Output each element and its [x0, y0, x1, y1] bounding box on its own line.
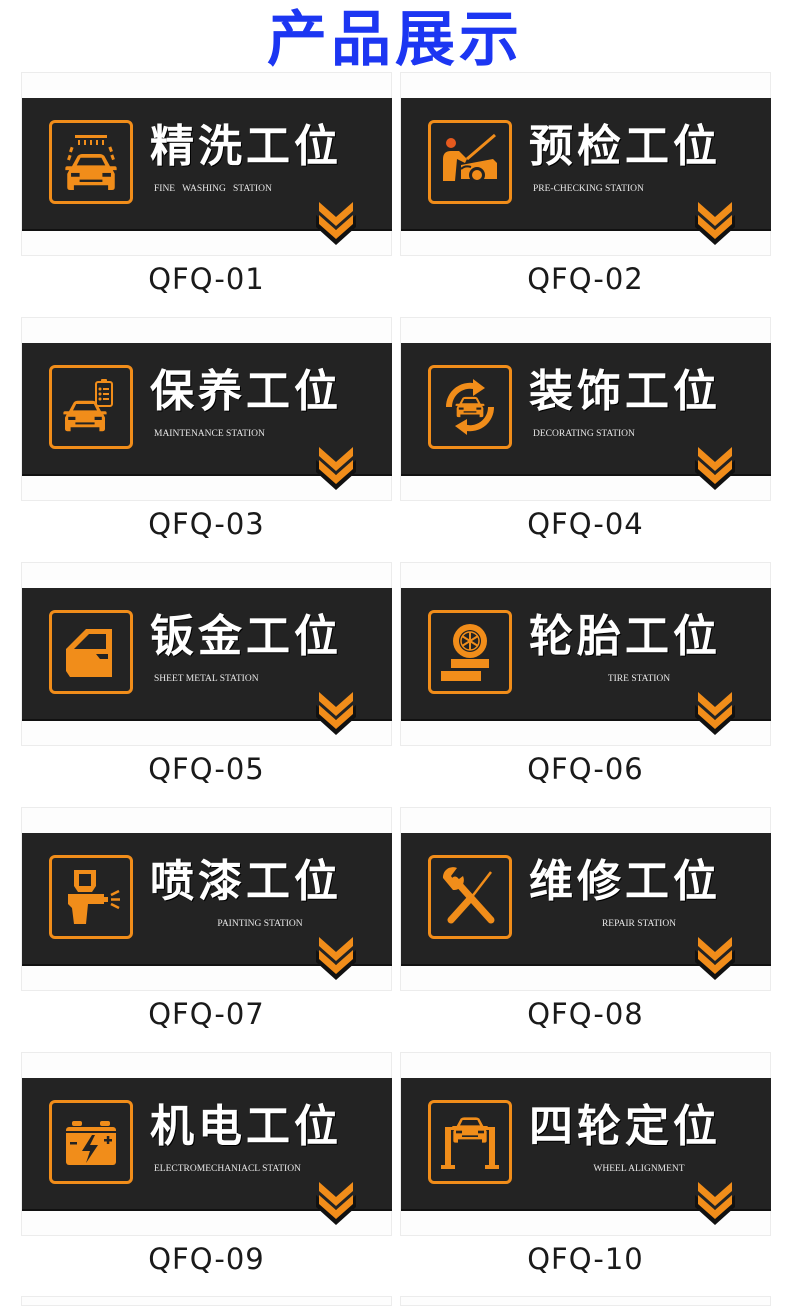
car-wash-icon [49, 120, 133, 204]
sign-band: 预检工位 PRE-CHECKING STATION [401, 98, 771, 231]
product-card-qfq-01[interactable]: 精洗工位 FINE WASHING STATION [21, 72, 392, 256]
chevron-down-icon [695, 444, 735, 490]
product-card-qfq-05[interactable]: 钣金工位 SHEET METAL STATION [21, 562, 392, 746]
car-lift-icon [428, 1100, 512, 1184]
product-card-qfq-10[interactable]: 四轮定位 WHEEL ALIGNMENT [400, 1052, 771, 1236]
sign-band: 保养工位 MAINTENANCE STATION [22, 343, 392, 476]
sign-band: 四轮定位 WHEEL ALIGNMENT [401, 1078, 771, 1211]
sign-band: 装饰工位 DECORATING STATION [401, 343, 771, 476]
station-title-cn: 精洗工位 [150, 121, 342, 172]
product-code: QFQ-04 [527, 507, 644, 541]
battery-icon [49, 1100, 133, 1184]
product-code: QFQ-02 [527, 262, 644, 296]
product-code: QFQ-07 [148, 997, 265, 1031]
station-title-cn: 钣金工位 [150, 611, 342, 662]
sign-band: 喷漆工位 PAINTING STATION [22, 833, 392, 966]
wrench-screwdriver-icon [428, 855, 512, 939]
station-title-en: REPAIR STATION [601, 919, 677, 929]
station-title-en: DECORATING STATION [533, 429, 635, 439]
station-title-en: WHEEL ALIGNMENT [593, 1164, 685, 1174]
product-card-qfq-08[interactable]: 维修工位 REPAIR STATION [400, 807, 771, 991]
pre-check-icon [428, 120, 512, 204]
station-title-en: PAINTING STATION [217, 919, 303, 929]
car-door-icon [49, 610, 133, 694]
station-title-en: ELECTROMECHANIACL STATION [154, 1164, 301, 1174]
product-code: QFQ-08 [527, 997, 644, 1031]
sign-band: 机电工位 ELECTROMECHANIACL STATION [22, 1078, 392, 1211]
spray-painter-icon [49, 855, 133, 939]
product-card-qfq-02[interactable]: 预检工位 PRE-CHECKING STATION [400, 72, 771, 256]
product-code: QFQ-05 [148, 752, 265, 786]
station-title-en: FINE WASHING STATION [154, 184, 272, 194]
product-code: QFQ-06 [527, 752, 644, 786]
maintenance-icon [49, 365, 133, 449]
chevron-down-icon [695, 1179, 735, 1225]
chevron-down-icon [695, 199, 735, 245]
product-card-qfq-04[interactable]: 装饰工位 DECORATING STATION [400, 317, 771, 501]
decorating-icon [428, 365, 512, 449]
product-card-qfq-07[interactable]: 喷漆工位 PAINTING STATION [21, 807, 392, 991]
product-code: QFQ-03 [148, 507, 265, 541]
chevron-down-icon [316, 934, 356, 980]
sign-band: 轮胎工位 TIRE STATION [401, 588, 771, 721]
product-card-qfq-06[interactable]: 轮胎工位 TIRE STATION [400, 562, 771, 746]
product-code: QFQ-01 [148, 262, 265, 296]
station-title-en: TIRE STATION [607, 674, 671, 684]
sign-band: 钣金工位 SHEET METAL STATION [22, 588, 392, 721]
tire-icon [428, 610, 512, 694]
station-title-cn: 维修工位 [529, 856, 721, 907]
station-title-en: SHEET METAL STATION [154, 674, 259, 684]
station-title-cn: 机电工位 [150, 1101, 342, 1152]
product-card-partial [400, 1296, 771, 1306]
chevron-down-icon [316, 199, 356, 245]
station-title-cn: 轮胎工位 [529, 611, 721, 662]
chevron-down-icon [316, 444, 356, 490]
chevron-down-icon [695, 934, 735, 980]
product-card-qfq-09[interactable]: 机电工位 ELECTROMECHANIACL STATION [21, 1052, 392, 1236]
page-title: 产品展示 [267, 5, 523, 75]
chevron-down-icon [695, 689, 735, 735]
sign-band: 维修工位 REPAIR STATION [401, 833, 771, 966]
station-title-cn: 预检工位 [529, 121, 721, 172]
sign-band: 精洗工位 FINE WASHING STATION [22, 98, 392, 231]
product-code: QFQ-10 [527, 1242, 644, 1276]
chevron-down-icon [316, 689, 356, 735]
product-card-partial [21, 1296, 392, 1306]
product-code: QFQ-09 [148, 1242, 265, 1276]
product-card-qfq-03[interactable]: 保养工位 MAINTENANCE STATION [21, 317, 392, 501]
chevron-down-icon [316, 1179, 356, 1225]
station-title-en: MAINTENANCE STATION [154, 429, 265, 439]
station-title-cn: 装饰工位 [529, 366, 721, 417]
station-title-cn: 四轮定位 [529, 1101, 721, 1152]
station-title-cn: 喷漆工位 [150, 856, 342, 907]
station-title-en: PRE-CHECKING STATION [533, 184, 644, 194]
station-title-cn: 保养工位 [150, 366, 342, 417]
